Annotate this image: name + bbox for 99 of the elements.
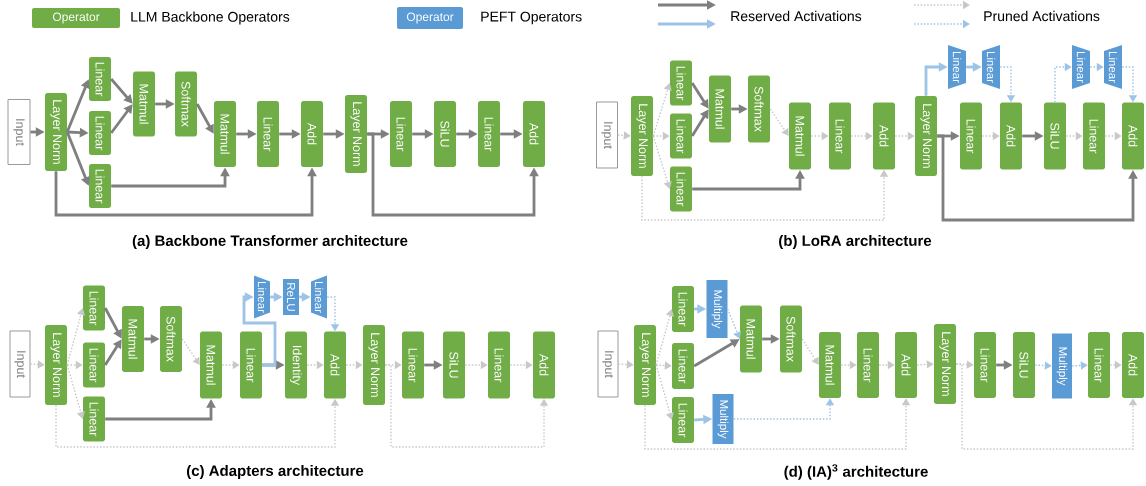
caption: (d) (IA)$^{3}$ architecture bbox=[784, 464, 928, 480]
input-box: Input bbox=[7, 99, 31, 165]
operator-box: Softmax bbox=[175, 71, 197, 137]
operator-box: Linear bbox=[89, 111, 111, 155]
operator-box: Linear bbox=[83, 342, 105, 388]
operator-box: Add bbox=[1122, 102, 1144, 170]
peft-operator-box: Linear bbox=[948, 45, 966, 89]
peft-operator-box: Multiply bbox=[706, 280, 728, 338]
arrow bbox=[801, 338, 819, 365]
operator-box: Layer Norm bbox=[45, 93, 67, 171]
arrow bbox=[655, 364, 674, 420]
operator-box: Add bbox=[1122, 332, 1144, 398]
operator-box: Matmul bbox=[789, 102, 811, 170]
operator-box: Matmul bbox=[709, 75, 731, 143]
operator-box: Softmax bbox=[780, 305, 802, 373]
operator-box: Linear bbox=[83, 396, 105, 442]
arrow bbox=[937, 134, 1138, 222]
operator-box: Linear bbox=[89, 57, 111, 101]
operator-box: Softmax bbox=[160, 306, 182, 372]
operator-box: Linear bbox=[390, 101, 412, 167]
caption: (b) LoRA architecture bbox=[779, 235, 932, 249]
operator-box: Linear bbox=[1088, 332, 1110, 398]
operator-box: SiLU bbox=[443, 331, 465, 399]
operator-box: Linear bbox=[670, 113, 692, 159]
arrow bbox=[1071, 361, 1088, 370]
peft-operator-box: Linear bbox=[311, 275, 327, 319]
input-box: Input bbox=[597, 330, 619, 398]
arrow bbox=[769, 108, 789, 136]
peft-operator-box: Multiply bbox=[712, 394, 734, 444]
operator-box: Matmul bbox=[133, 71, 155, 137]
peft-operator-box: Multiply bbox=[1052, 333, 1072, 399]
input-box: Input bbox=[9, 330, 31, 398]
arrow bbox=[29, 360, 45, 369]
operator-box: Add bbox=[1000, 102, 1022, 170]
operator-box: Matmul bbox=[200, 331, 222, 399]
legend-text: Reserved Activations bbox=[731, 10, 862, 22]
operator-box: Linear bbox=[672, 397, 694, 443]
peft-operator-box: Linear bbox=[982, 45, 1000, 89]
operator-box: Linear bbox=[960, 102, 982, 170]
operator-box: SiLU bbox=[434, 101, 456, 167]
operator-box: Matmul bbox=[122, 306, 144, 372]
legend-text: PEFT Operators bbox=[481, 11, 582, 25]
operator-box: Linear bbox=[89, 164, 111, 208]
input-box: Input bbox=[596, 101, 618, 169]
operator-box: Linear bbox=[402, 331, 424, 399]
operator-box: Layer Norm bbox=[631, 96, 653, 176]
operator-box: Linear bbox=[974, 332, 996, 398]
operator-box: Linear bbox=[670, 166, 692, 212]
peft-operator-box: Linear bbox=[254, 275, 270, 319]
operator-box: Add bbox=[873, 102, 895, 170]
peft-operator-box: ReLU bbox=[283, 279, 299, 315]
operator-box: Linear bbox=[672, 343, 694, 389]
arrow bbox=[652, 135, 672, 189]
operator-box: Layer Norm bbox=[634, 325, 656, 405]
operator-box: Linear bbox=[829, 102, 851, 170]
arrow bbox=[110, 104, 133, 134]
operator-box: Add bbox=[895, 332, 917, 398]
arrow bbox=[110, 78, 133, 104]
legend-text: Pruned Activations bbox=[984, 10, 1100, 22]
arrow bbox=[617, 131, 631, 140]
operator-box: Softmax bbox=[748, 75, 770, 143]
operator-box: SiLU bbox=[1044, 102, 1066, 170]
operator-box: Linear bbox=[83, 285, 105, 331]
operator-box: Layer Norm bbox=[45, 325, 67, 405]
operator-box: Linear bbox=[670, 60, 692, 106]
operator-box: Add bbox=[324, 331, 346, 399]
operator-box: Linear bbox=[488, 331, 510, 399]
operator-box: Linear bbox=[672, 286, 694, 332]
legend-text: LLM Backbone Operators bbox=[131, 11, 290, 25]
operator-box: Layer Norm bbox=[915, 96, 937, 176]
operator-box: Add bbox=[301, 101, 323, 167]
operator-box: Matmul bbox=[819, 332, 841, 398]
operator-box: Linear bbox=[1083, 102, 1105, 170]
arrow bbox=[617, 360, 634, 369]
operator-box: Layer Norm bbox=[345, 95, 367, 173]
operator-box: Layer Norm bbox=[934, 324, 956, 404]
operator-box: Linear bbox=[257, 101, 279, 167]
arrow bbox=[181, 338, 200, 365]
caption: (a) Backbone Transformer architecture bbox=[132, 235, 408, 249]
caption: (c) Adapters architecture bbox=[187, 465, 364, 479]
arrow bbox=[66, 364, 85, 419]
operator-box: Matmul bbox=[740, 305, 762, 373]
operator-box: Layer Norm bbox=[363, 325, 385, 405]
operator-box: Linear bbox=[857, 332, 879, 398]
arrow bbox=[655, 361, 672, 370]
peft-operator-box: Linear bbox=[1072, 45, 1090, 89]
arrow bbox=[727, 308, 742, 339]
operator-box: Linear bbox=[240, 331, 262, 399]
arrow bbox=[242, 292, 277, 367]
arrow bbox=[367, 132, 539, 217]
arrow bbox=[1034, 361, 1052, 370]
operator-box: SiLU bbox=[1013, 332, 1035, 398]
operator-box: Linear bbox=[478, 101, 500, 167]
operator-box: Add bbox=[533, 331, 555, 399]
operator-box: Identity bbox=[285, 331, 307, 399]
peft-operator-box: Linear bbox=[1104, 45, 1122, 89]
operator-box: Add bbox=[523, 101, 545, 167]
operator-box: Matmul bbox=[214, 101, 236, 167]
arrow bbox=[1054, 62, 1072, 103]
